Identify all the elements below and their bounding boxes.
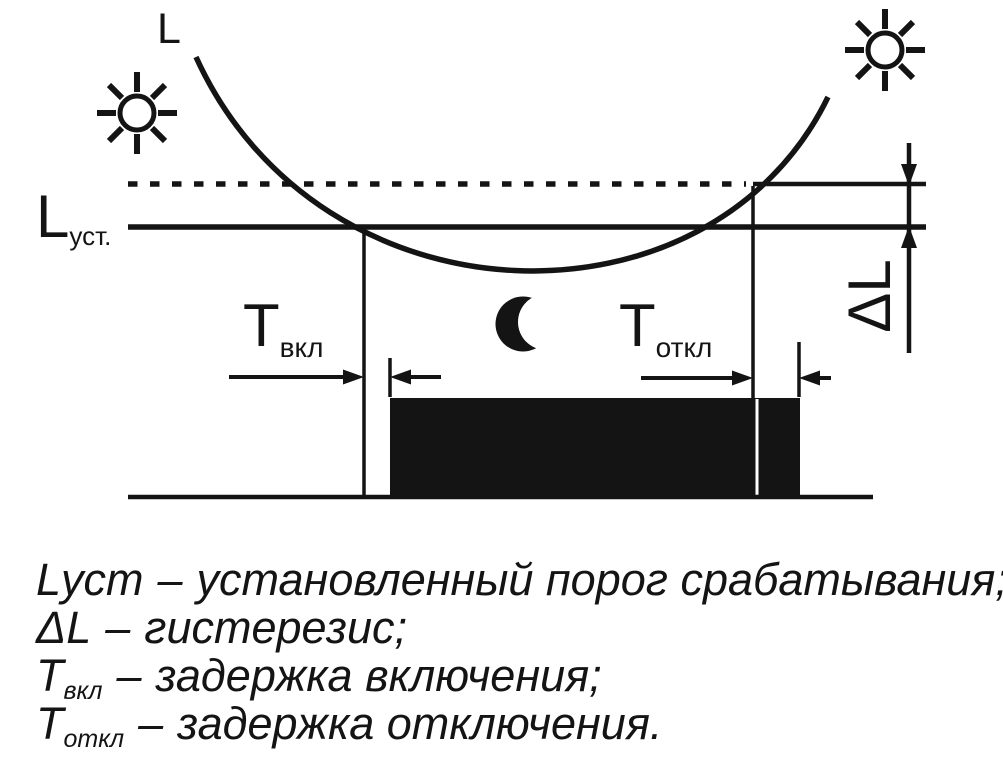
legend-term: Т [36, 698, 64, 749]
curve-label: L [157, 5, 181, 53]
legend-description: установленный порог срабатывания; [196, 554, 1003, 605]
legend-separator: – [157, 554, 183, 605]
hysteresis-label: ΔL [836, 259, 903, 333]
delay-off-label-main: Т [619, 292, 656, 359]
legend: Lуст–установленный порог срабатывания; Δ… [36, 556, 1003, 754]
legend-separator: – [105, 602, 131, 653]
legend-line-delay-on: Твкл–задержка включения; [36, 650, 1003, 706]
legend-description: гистерезис; [144, 602, 407, 653]
threshold-label-main: L [36, 183, 70, 250]
delay-off-label-sub: откл [655, 332, 713, 363]
t-on-dimension [229, 358, 441, 397]
delay-on-label-sub: вкл [279, 332, 324, 363]
delay-on-label-main: Т [243, 292, 280, 359]
legend-line-hysteresis: ΔL–гистерезис; [36, 604, 1003, 652]
legend-separator: – [138, 698, 164, 749]
t-off-dimension [641, 342, 831, 397]
legend-term: ΔL [36, 602, 92, 653]
moon-icon [495, 294, 574, 352]
legend-separator: – [116, 650, 142, 701]
delta-l-dimension [901, 143, 917, 353]
threshold-label-sub: уст. [69, 221, 112, 251]
legend-description: задержка отключения. [177, 698, 663, 749]
sun-icon [97, 72, 177, 154]
relay-on-interval-bar [390, 398, 800, 499]
light-level-curve [193, 55, 831, 274]
legend-description: задержка включения; [155, 650, 602, 701]
legend-term: Т [36, 650, 64, 701]
delay-on-label: Твкл [243, 296, 323, 362]
delay-off-label: Тоткл [619, 296, 712, 362]
legend-line-delay-off: Тоткл–задержка отключения. [36, 698, 1003, 754]
legend-line-threshold: Lуст–установленный порог срабатывания; [36, 556, 1003, 604]
sun-icon [845, 9, 925, 91]
legend-term-sub: вкл [63, 677, 103, 705]
legend-term: Lуст [36, 554, 144, 605]
legend-term-sub: откл [63, 725, 125, 753]
threshold-label: Lуст. [36, 187, 111, 250]
